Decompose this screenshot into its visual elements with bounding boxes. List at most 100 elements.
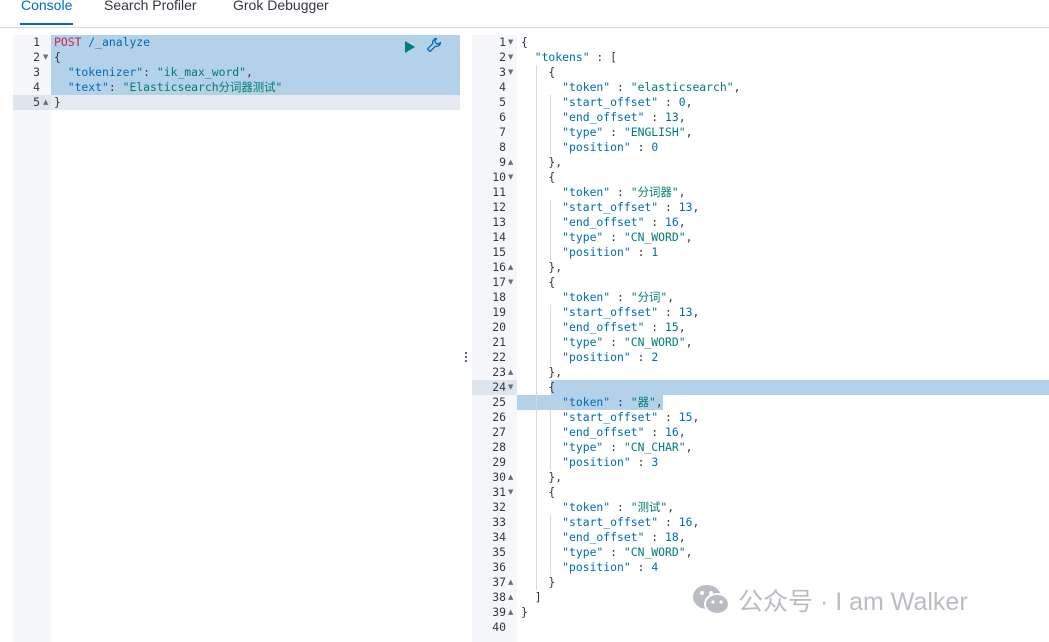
code-token: :: [644, 425, 666, 439]
code-token: },: [521, 155, 563, 169]
play-icon[interactable]: [404, 38, 416, 57]
code-token: :: [610, 500, 631, 514]
fold-close-icon[interactable]: ▲: [508, 578, 514, 586]
code-token: :: [610, 395, 631, 409]
response-selection: [517, 395, 663, 410]
tab-grok-debugger[interactable]: Grok Debugger: [233, 0, 329, 13]
code-token: "tokenizer": [54, 65, 144, 79]
code-token: ,: [678, 110, 686, 124]
line-number: 20: [492, 320, 506, 334]
code-token: "position": [521, 245, 631, 259]
code-line: "type" : "ENGLISH",: [521, 125, 1049, 140]
fold-close-icon[interactable]: ▲: [508, 263, 514, 271]
code-token: "position": [521, 455, 631, 469]
code-line: {: [521, 35, 1049, 50]
code-token: }: [54, 95, 61, 109]
indent-guide: [550, 515, 551, 575]
code-token: "token": [521, 395, 611, 409]
code-token: "Elasticsearch分词器测试": [122, 80, 283, 94]
code-line: "type" : "CN_WORD",: [521, 230, 1049, 245]
code-token: 13: [678, 305, 693, 319]
code-line: "start_offset" : 13,: [521, 305, 1049, 320]
code-token: 16: [665, 425, 679, 439]
fold-open-icon[interactable]: ▼: [508, 53, 514, 61]
code-line: "start_offset" : 15,: [521, 410, 1049, 425]
code-token: "CN_CHAR": [623, 440, 686, 454]
fold-close-icon[interactable]: ▲: [508, 368, 514, 376]
code-token: {: [54, 50, 61, 64]
fold-close-icon[interactable]: ▲: [508, 473, 514, 481]
code-token: 15: [678, 410, 693, 424]
code-token: :: [658, 305, 679, 319]
code-line: "position" : 3: [521, 455, 1049, 470]
fold-open-icon[interactable]: ▼: [508, 68, 514, 76]
code-line: "end_offset" : 18,: [521, 530, 1049, 545]
code-token: "tokens": [521, 50, 590, 64]
code-token: :: [644, 110, 666, 124]
code-token: "position": [521, 140, 631, 154]
response-code-area[interactable]: { "tokens" : [ { "token" : "elasticsearc…: [517, 35, 1049, 642]
fold-open-icon[interactable]: ▼: [508, 38, 514, 46]
watermark-text: 公众号 · I am Walker: [738, 588, 968, 616]
code-token: :: [630, 350, 652, 364]
code-token: :: [630, 455, 652, 469]
code-token: "器": [630, 395, 656, 409]
line-number: 33: [492, 515, 506, 529]
request-active-line: [51, 95, 460, 110]
code-line: }: [521, 605, 1049, 620]
tab-console[interactable]: Console: [19, 0, 74, 25]
line-number: 34: [492, 530, 506, 544]
code-token: "分词器": [630, 185, 679, 199]
line-number: 7: [499, 125, 506, 139]
code-line: "position" : 0: [521, 140, 1049, 155]
tab-search-profiler[interactable]: Search Profiler: [104, 0, 197, 13]
code-line: "start_offset" : 0,: [521, 95, 1049, 110]
code-token: "start_offset": [521, 515, 659, 529]
code-token: 16: [665, 215, 679, 229]
line-number: 39: [492, 605, 506, 619]
code-token: ,: [685, 335, 693, 349]
code-token: {: [521, 170, 556, 184]
code-token: ,: [246, 65, 253, 79]
line-number: 1: [499, 35, 506, 49]
wrench-icon[interactable]: [426, 37, 442, 57]
code-token: :: [603, 335, 624, 349]
line-number: 21: [492, 335, 506, 349]
fold-open-icon[interactable]: ▼: [43, 53, 49, 61]
code-token: "token": [521, 290, 611, 304]
line-number: 18: [492, 290, 506, 304]
fold-close-icon[interactable]: ▲: [508, 593, 514, 601]
code-token: :: [603, 125, 624, 139]
code-token: ,: [685, 545, 693, 559]
code-line: "token" : "elasticsearch",: [521, 80, 1049, 95]
fold-open-icon[interactable]: ▼: [508, 173, 514, 181]
code-token: :: [658, 515, 679, 529]
code-token: "start_offset": [521, 200, 659, 214]
code-line: "position" : 1: [521, 245, 1049, 260]
fold-open-icon[interactable]: ▼: [508, 488, 514, 496]
indent-guide: [550, 200, 551, 260]
code-token: 18: [665, 530, 679, 544]
fold-close-icon[interactable]: ▲: [43, 98, 49, 106]
fold-close-icon[interactable]: ▲: [508, 158, 514, 166]
line-number: 19: [492, 305, 506, 319]
fold-open-icon[interactable]: ▼: [508, 278, 514, 286]
pane-resize-handle[interactable]: [463, 352, 469, 368]
code-line: "tokenizer": "ik_max_word",: [54, 65, 460, 80]
code-token: ,: [685, 125, 693, 139]
code-token: ]: [521, 590, 542, 604]
line-number: 25: [492, 395, 506, 409]
line-number: 22: [492, 350, 506, 364]
code-token: "text": [54, 80, 109, 94]
code-line: {: [521, 170, 1049, 185]
code-token: :: [630, 560, 652, 574]
fold-open-icon[interactable]: ▼: [508, 383, 514, 391]
code-line: "type" : "CN_WORD",: [521, 335, 1049, 350]
line-number: 5: [33, 95, 40, 109]
fold-close-icon[interactable]: ▲: [508, 608, 514, 616]
code-token: ,: [678, 530, 686, 544]
code-line: "position" : 4: [521, 560, 1049, 575]
request-code-area[interactable]: POST /_analyze{ "tokenizer": "ik_max_wor…: [51, 35, 460, 642]
